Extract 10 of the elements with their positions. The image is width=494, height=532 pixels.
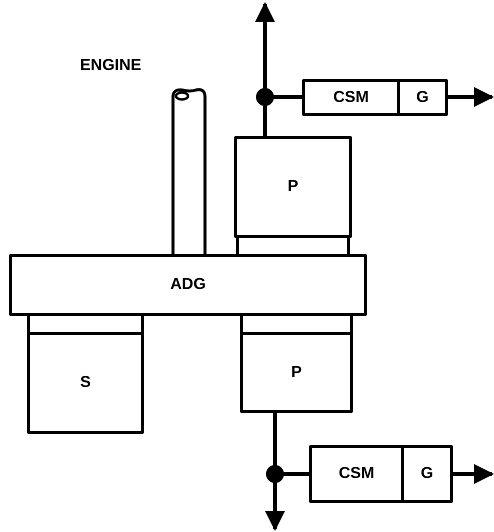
component-box: CSM [302, 79, 400, 116]
engine-label: ENGINE [80, 57, 142, 75]
arrow [453, 464, 494, 484]
arrow [448, 87, 494, 107]
component-box: G [397, 79, 448, 116]
component-box: P [240, 332, 353, 413]
component-box: P [234, 136, 352, 238]
component-box: CSM [309, 445, 404, 503]
component-box: S [27, 332, 144, 434]
component-box: G [401, 445, 453, 503]
